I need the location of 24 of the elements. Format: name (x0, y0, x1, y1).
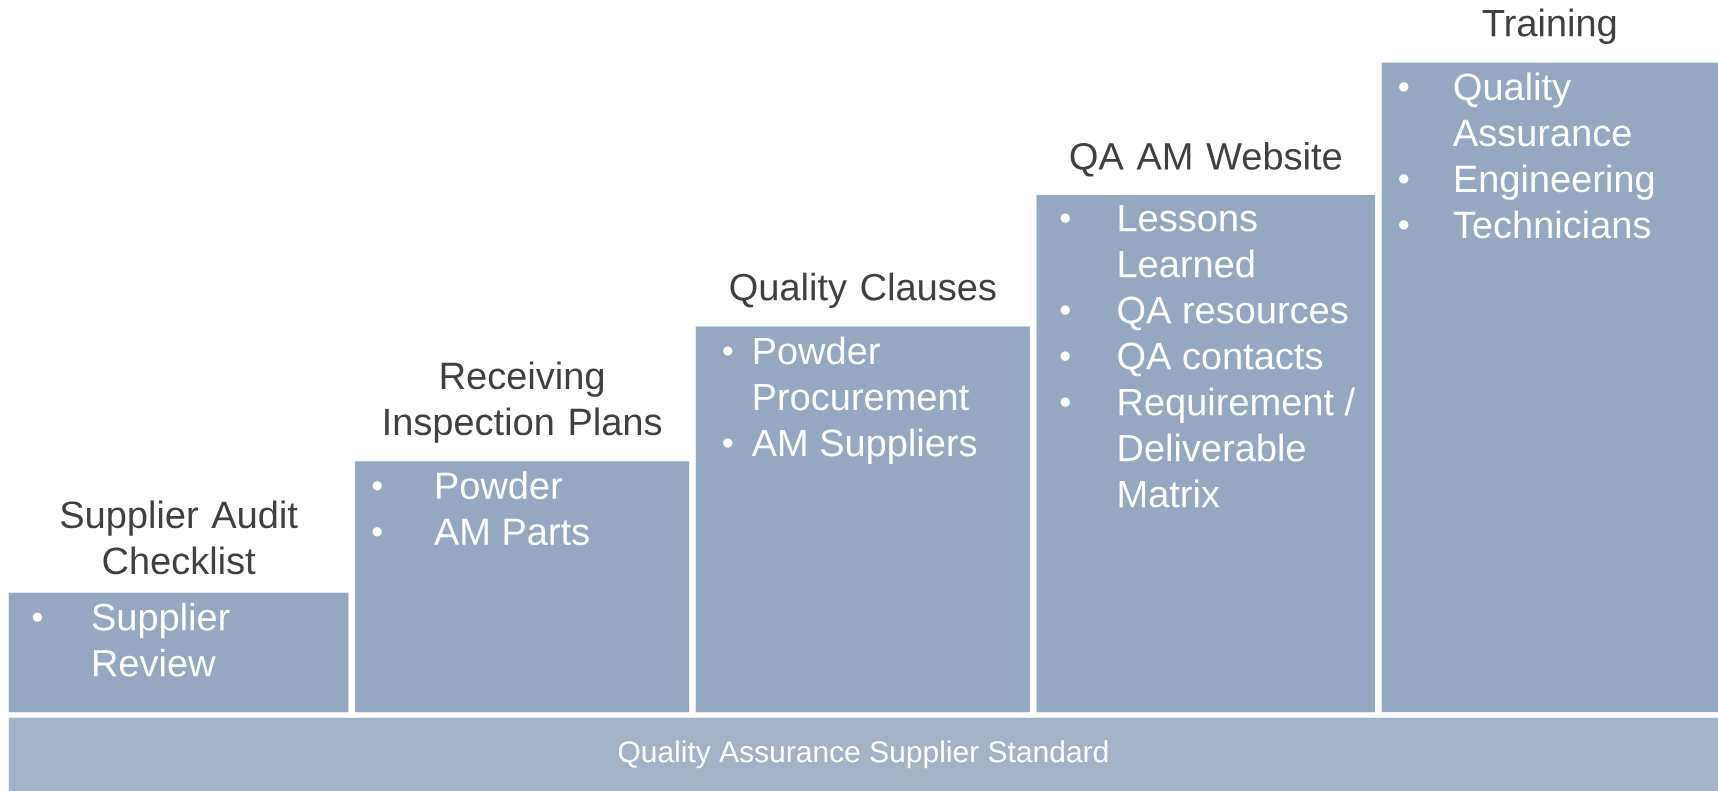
step-box (355, 361, 690, 713)
bullet-item: Quality Assurance (1452, 72, 1631, 147)
bullet-item: QA resources (1118, 296, 1348, 331)
bullet-item: Requirement / Deliverable Matrix (1119, 387, 1356, 508)
bullet-item: Lessons Learned (1119, 205, 1257, 278)
bullet-item: AM Suppliers (751, 428, 977, 464)
step-heading: Receiving Inspection Plans (385, 361, 662, 443)
bullet-item: Technicians (1453, 210, 1651, 239)
step-box (1381, 8, 1718, 713)
bullet-item: Powder (437, 471, 563, 500)
band-label: Quality Assurance Supplier Standard (618, 740, 1108, 769)
step-box (695, 272, 1030, 713)
bullet-item: AM Parts (433, 518, 589, 546)
step-heading: Supplier Audit Checklist (61, 500, 298, 575)
bullet-item: Powder Procurement (754, 336, 969, 411)
standard-band (8, 717, 1718, 791)
bullet-item: Engineering (1455, 164, 1654, 200)
step-box (1036, 141, 1376, 713)
step-heading: Training (1482, 8, 1616, 44)
step-heading: QA AM Website (1070, 141, 1342, 177)
bullet-item: QA contacts (1118, 342, 1323, 377)
step-box (8, 500, 349, 713)
bullet-item: Supplier Review (92, 602, 230, 677)
step-heading: Quality Clauses (730, 272, 996, 309)
